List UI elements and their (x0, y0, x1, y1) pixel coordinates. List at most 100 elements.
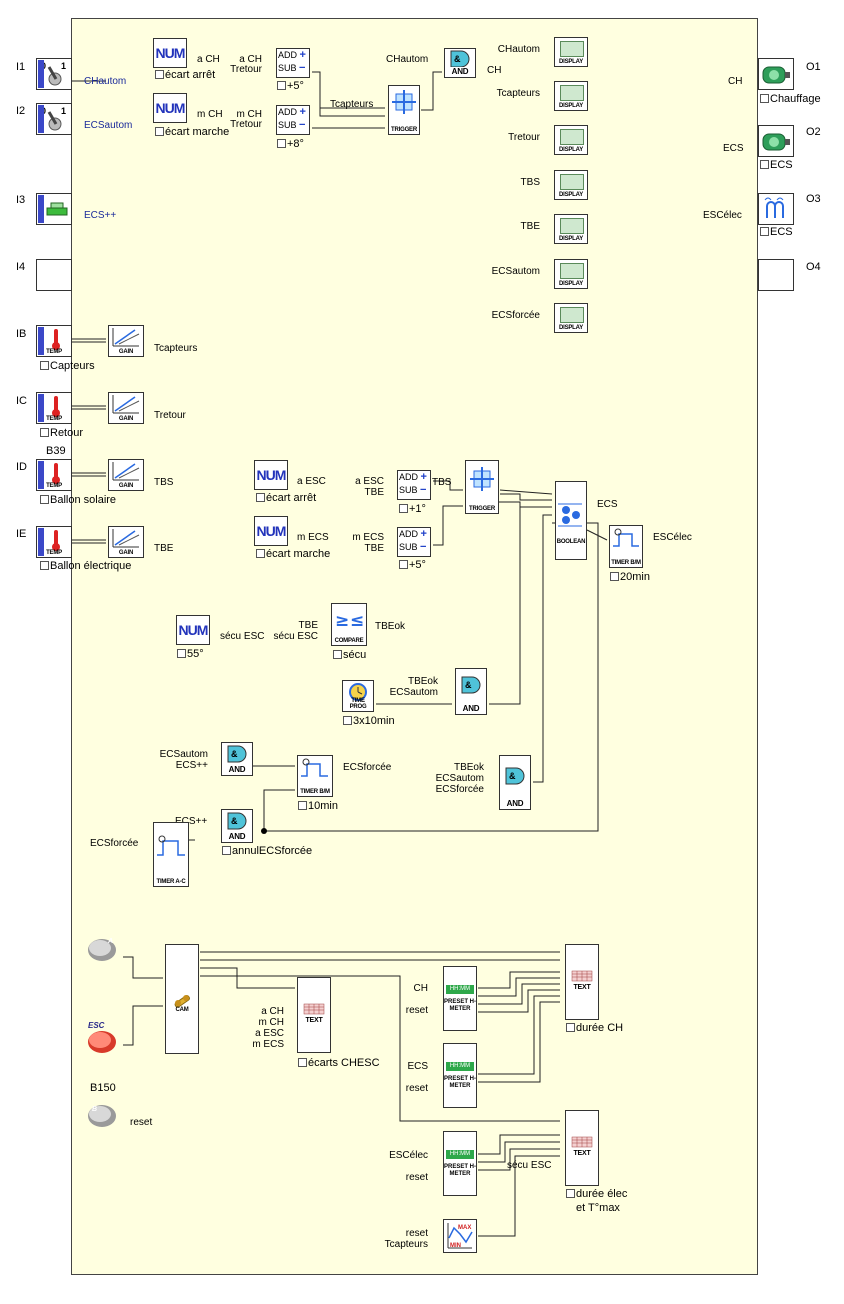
text3-comment-1: durée élec (566, 1189, 627, 1200)
empty-output-O4[interactable] (758, 259, 794, 291)
trigger-block-ecs[interactable]: TRIGGER (465, 460, 499, 514)
round-button-icon: B (88, 1105, 116, 1127)
output-id-O1: O1 (806, 61, 821, 73)
empty-input-I4[interactable] (36, 259, 72, 291)
and-input-tbeok: TBEok (407, 676, 438, 687)
and-gate-icon: & (227, 812, 247, 830)
button-a[interactable]: A (86, 932, 120, 962)
and-block-forced[interactable]: & AND (499, 755, 531, 810)
temp-input-IB[interactable]: TEMP (36, 325, 72, 357)
boolean-block-ecs[interactable]: BOOLEAN (555, 481, 587, 560)
temp-input-IC[interactable]: TEMP (36, 392, 72, 424)
text-grid-icon (303, 1003, 325, 1015)
gain-block-IE[interactable]: GAIN (108, 526, 144, 558)
add-input-tretour: Tretour (230, 64, 262, 75)
add-sub-block-2[interactable]: ADD +SUB − (276, 105, 310, 135)
output-id-O4: O4 (806, 261, 821, 273)
hour-meter-block-escelec[interactable]: HH:MM PRESET H-METER (443, 1131, 477, 1196)
timer-comment-20min: 20min (610, 572, 650, 583)
num-block-m-ch[interactable]: NUM (153, 93, 187, 123)
timer-icon (613, 528, 639, 547)
text-block-duree-elec[interactable]: TEXT (565, 1110, 599, 1186)
display-block[interactable]: DISPLAY (554, 259, 588, 289)
num-output-m-ch: m CH (197, 109, 223, 120)
num-block-m-ecs[interactable]: NUM (254, 516, 288, 546)
add-comment-plus1: +1° (399, 504, 426, 515)
trigger-block-ch[interactable]: TRIGGER (388, 85, 420, 135)
motor-output-O2[interactable] (758, 125, 794, 157)
and-block-ch[interactable]: & AND (444, 48, 476, 78)
switch-input-I2[interactable]: 01 (36, 103, 72, 135)
timer-bm-block-escelec[interactable]: TIMER B/M (609, 525, 643, 568)
display-block[interactable]: DISPLAY (554, 214, 588, 244)
input-comment-IE: Ballon électrique (40, 561, 131, 572)
wire (586, 529, 608, 541)
and-gate-icon: & (227, 745, 247, 763)
gain-block-IB[interactable]: GAIN (108, 325, 144, 357)
temp-input-IE[interactable]: TEMP (36, 526, 72, 558)
trigger-input-tcapteurs: Tcapteurs (330, 99, 374, 110)
time-prog-block[interactable]: TIME PROG (342, 680, 374, 712)
and-block-forced-start[interactable]: & AND (221, 742, 253, 776)
text1-input-4: m ECS (252, 1039, 284, 1050)
wire-junction (261, 828, 267, 834)
input-id-I1: I1 (16, 61, 26, 73)
text-caption: TEXT (573, 1150, 591, 1157)
text1-comment: écarts CHESC (298, 1058, 380, 1069)
meter1-input-ch: CH (413, 983, 428, 994)
display-screen (560, 85, 584, 101)
add-sub-block-1[interactable]: ADD +SUB − (276, 48, 310, 78)
wire (533, 514, 552, 783)
display-caption: DISPLAY (558, 59, 584, 65)
num-block-secu-esc[interactable]: NUM (176, 615, 210, 645)
gain-icon (112, 328, 140, 347)
hour-meter-block-ecs[interactable]: HH:MM PRESET H-METER (443, 1043, 477, 1108)
timer-bm-block-forced[interactable]: TIMER B/M (297, 755, 333, 797)
button-b[interactable]: B (86, 1098, 120, 1128)
output-id-O2: O2 (806, 126, 821, 138)
wire (489, 507, 521, 705)
timer-output-ecsforcee: ECSforcée (343, 762, 392, 773)
temp-input-ID[interactable]: TEMP (36, 459, 72, 491)
gain-block-IC[interactable]: GAIN (108, 392, 144, 424)
display-block[interactable]: DISPLAY (554, 170, 588, 200)
text-block-duree-ch[interactable]: TEXT (565, 944, 599, 1020)
display-block[interactable]: DISPLAY (554, 37, 588, 67)
block-number-b150: B150 (90, 1082, 116, 1094)
temp-caption: TEMP (46, 550, 62, 556)
and-block-timeprog[interactable]: & AND (455, 668, 487, 715)
hour-meter-block-ch[interactable]: HH:MM PRESET H-METER (443, 966, 477, 1031)
pushbutton-input-I3[interactable] (36, 193, 72, 225)
add-sub-block-4[interactable]: ADD +SUB − (397, 527, 431, 557)
svg-text:&: & (454, 54, 461, 64)
cam-block[interactable]: CAM (165, 944, 199, 1054)
text-block-ecarts[interactable]: TEXT (297, 977, 331, 1053)
display-block[interactable]: DISPLAY (554, 125, 588, 155)
display-screen (560, 263, 584, 279)
and-block-cancel[interactable]: & AND (221, 809, 253, 843)
wire (200, 967, 295, 989)
button-esc[interactable]: ESC (86, 1020, 120, 1053)
motor-output-O1[interactable] (758, 58, 794, 90)
gain-block-ID[interactable]: GAIN (108, 459, 144, 491)
add-input-tretour-2: Tretour (230, 119, 262, 130)
clock-icon (349, 683, 367, 701)
timer-ac-block[interactable]: TIMER A-C (153, 822, 189, 887)
heater-output-O3[interactable] (758, 193, 794, 225)
num-block-a-ch[interactable]: NUM (153, 38, 187, 68)
thermometer-icon (38, 394, 60, 422)
display-block[interactable]: DISPLAY (554, 81, 588, 111)
compare-block[interactable]: ≥≤ COMPARE (331, 603, 367, 646)
switch-input-I1[interactable]: 01 (36, 58, 72, 90)
add-sub-block-3[interactable]: ADD +SUB − (397, 470, 431, 500)
num-block-a-esc[interactable]: NUM (254, 460, 288, 490)
compare-comment-secu: sécu (333, 650, 366, 661)
svg-text:≥: ≥ (335, 611, 349, 631)
display-block[interactable]: DISPLAY (554, 303, 588, 333)
boolean-output-ecs: ECS (597, 499, 618, 510)
motor-icon (762, 133, 790, 151)
temp-caption: TEMP (46, 416, 62, 422)
svg-text:MAX: MAX (458, 1225, 471, 1231)
boolean-caption: BOOLEAN (556, 539, 586, 545)
